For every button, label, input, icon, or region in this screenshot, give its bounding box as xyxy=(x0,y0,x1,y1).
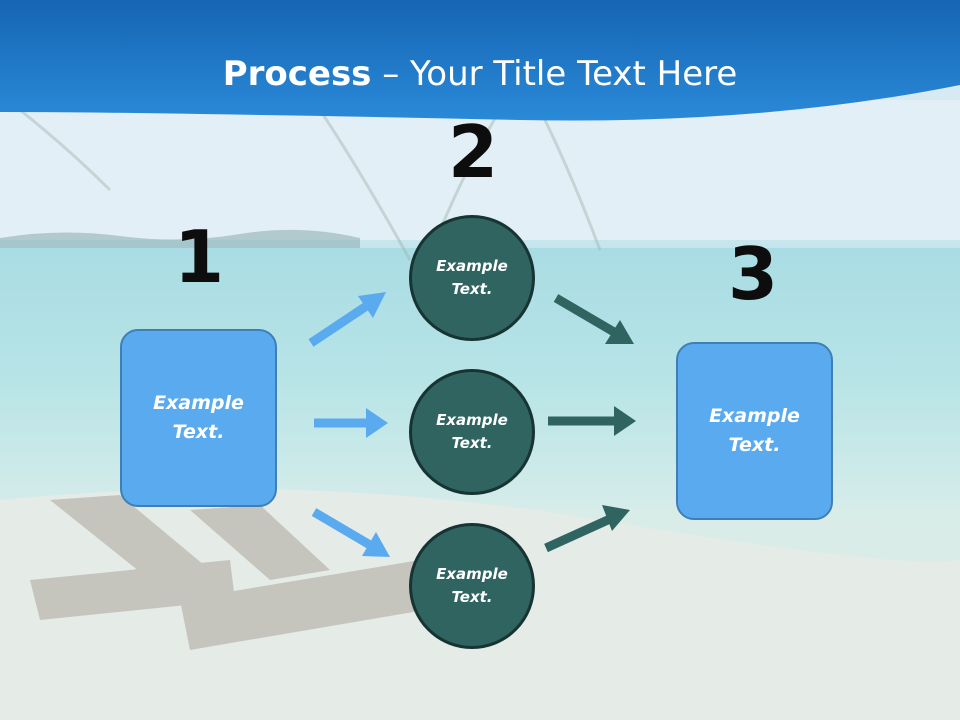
arrow-1-to-middle xyxy=(314,408,388,438)
arrow-top-to-3 xyxy=(553,294,634,344)
step-2-circle-middle-text: Example Text. xyxy=(436,411,508,452)
step-2-circle-top: Example Text. xyxy=(409,215,535,341)
arrow-bottom-to-3 xyxy=(544,505,630,553)
step-1-text: Example Text. xyxy=(153,392,244,443)
title-strong: Process xyxy=(222,54,372,94)
step-3-text: Example Text. xyxy=(709,405,800,456)
step-3-box: Example Text. xyxy=(676,342,833,520)
step-2-circle-middle: Example Text. xyxy=(409,369,535,495)
step-1-number: 1 xyxy=(173,215,225,299)
arrow-middle-to-3 xyxy=(548,406,636,436)
step-2-number: 2 xyxy=(447,110,499,194)
step-2-circle-top-text: Example Text. xyxy=(436,257,508,298)
arrow-1-to-top xyxy=(308,292,386,347)
step-2-circle-bottom-text: Example Text. xyxy=(436,565,508,606)
step-3-number: 3 xyxy=(727,232,779,316)
arrow-1-to-bottom xyxy=(311,508,390,557)
step-1-box: Example Text. xyxy=(120,329,277,507)
step-2-circle-bottom: Example Text. xyxy=(409,523,535,649)
page-title: Process – Your Title Text Here xyxy=(0,52,960,96)
title-rest: – Your Title Text Here xyxy=(371,54,738,94)
